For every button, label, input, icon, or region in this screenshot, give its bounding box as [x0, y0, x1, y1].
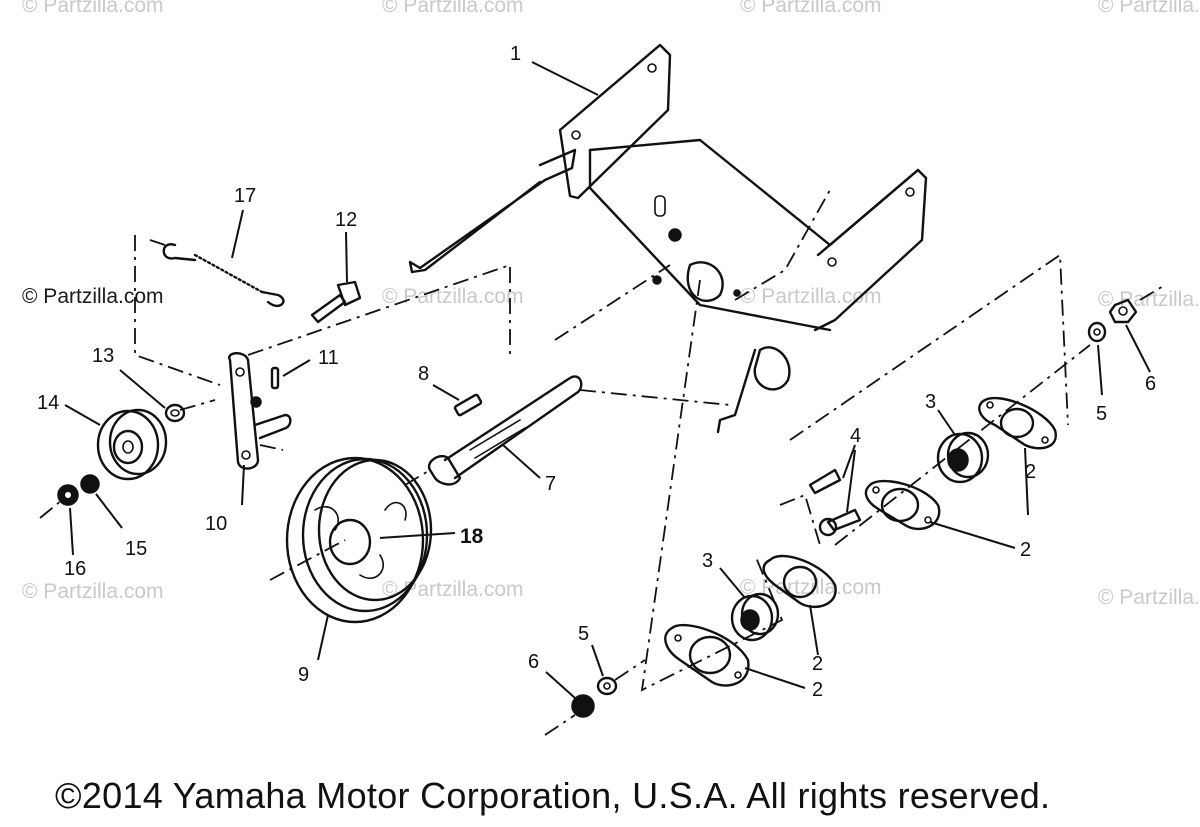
part-3-bearing-upper: [936, 431, 990, 484]
callout-9: 9: [298, 664, 309, 686]
callout-2: 2: [1020, 539, 1031, 561]
callout-3: 3: [702, 550, 713, 572]
callout-6: 6: [1145, 373, 1156, 395]
callout-5: 5: [1096, 403, 1107, 425]
callout-2: 2: [1025, 461, 1036, 483]
copyright-notice: ©2014 Yamaha Motor Corporation, U.S.A. A…: [55, 775, 1051, 816]
watermark: © Partzilla.com: [22, 0, 164, 17]
callout-10: 10: [205, 513, 227, 535]
callout-17: 17: [234, 185, 256, 207]
callout-12: 12: [335, 209, 357, 231]
callout-14: 14: [37, 392, 59, 414]
watermark: © Partzilla.com: [740, 285, 882, 308]
assembly-lines: [39, 189, 1166, 736]
part-2-flange-mid: [864, 479, 941, 531]
callout-6: 6: [528, 651, 539, 673]
part-5-washer-bottom: [596, 676, 618, 696]
callout-16: 16: [64, 558, 86, 580]
part-2-flange-bottom: [664, 623, 750, 687]
part-12-bolt: [310, 280, 362, 324]
part-2-flange-lower: [762, 554, 837, 608]
part-5-washer-right: [1087, 321, 1107, 343]
callout-11: 11: [318, 347, 339, 369]
part-6-nut-bottom: [571, 694, 595, 718]
callout-2: 2: [812, 653, 823, 675]
watermark: © Partzilla.com: [22, 285, 164, 308]
callout-7: 7: [545, 473, 556, 495]
callout-15: 15: [125, 538, 147, 560]
watermark: © Partzilla.com: [1098, 586, 1200, 609]
callout-13: 13: [92, 345, 114, 367]
part-13-nut: [164, 403, 186, 423]
callout-3: 3: [925, 391, 936, 413]
part-7-shaft: [427, 375, 583, 486]
watermark: © Partzilla.com: [1098, 0, 1200, 17]
part-11-pin: [270, 366, 280, 390]
part-6-nut-right: [1108, 298, 1138, 324]
watermark: © Partzilla.com: [740, 0, 882, 17]
callout-4: 4: [850, 425, 861, 447]
part-15-washer: [80, 474, 100, 494]
part-9-pulley: [285, 456, 433, 624]
part-16-nut: [57, 484, 79, 506]
callout-1: 1: [510, 43, 521, 65]
part-8-key: [453, 393, 483, 417]
callout-18: 18: [460, 525, 484, 548]
callout-8: 8: [418, 363, 429, 385]
watermark: © Partzilla.com: [382, 578, 524, 601]
watermark: © Partzilla.com: [382, 285, 524, 308]
part-17-spring: [162, 243, 285, 308]
part-10-arm: [228, 352, 292, 470]
callout-labels: 1 2 2 2 2 3 3 4 5 5 6 6 7 8 9 10 11 12 1…: [37, 43, 1156, 701]
watermark: © Partzilla.com: [22, 580, 164, 603]
watermark: © Partzilla.com: [1098, 288, 1200, 311]
part-3-bearing-lower: [730, 592, 780, 642]
leader-lines: [64, 61, 1151, 699]
watermark: © Partzilla.com: [740, 576, 882, 599]
part-1-frame: [408, 43, 928, 434]
part-14-idler: [96, 408, 168, 481]
callout-5: 5: [578, 623, 589, 645]
watermark: © Partzilla.com: [382, 0, 524, 17]
callout-2: 2: [812, 679, 823, 701]
part-4-bolt: [808, 468, 862, 537]
